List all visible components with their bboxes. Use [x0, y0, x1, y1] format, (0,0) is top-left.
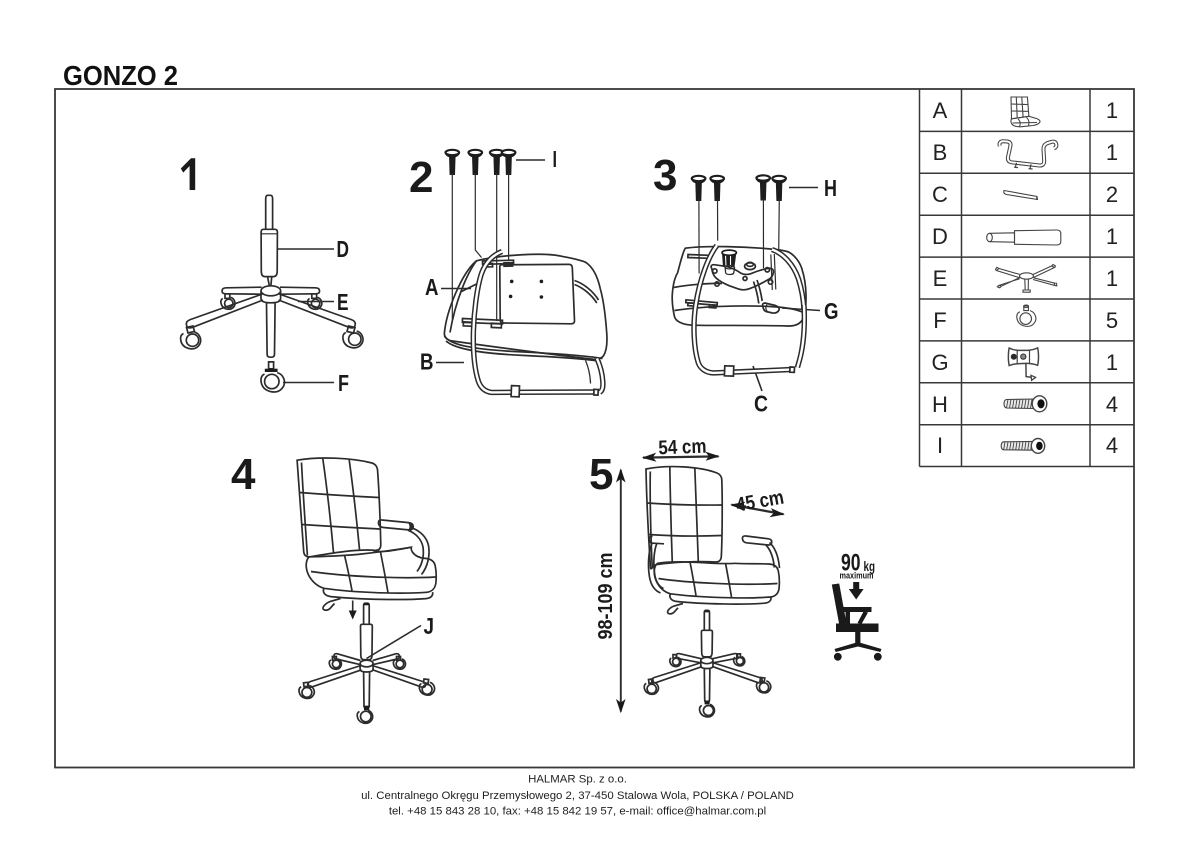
- svg-text:3: 3: [653, 151, 677, 200]
- svg-text:1: 1: [1106, 224, 1118, 249]
- svg-text:D: D: [337, 236, 350, 262]
- svg-text:H: H: [824, 175, 837, 201]
- svg-text:A: A: [425, 274, 439, 300]
- svg-text:B: B: [933, 140, 948, 165]
- svg-text:ul. Centralnego Okręgu Przemys: ul. Centralnego Okręgu Przemysłowego 2, …: [361, 790, 794, 802]
- svg-text:1: 1: [1106, 140, 1118, 165]
- svg-text:HALMAR Sp. z o.o.: HALMAR Sp. z o.o.: [528, 774, 627, 786]
- svg-text:GONZO 2: GONZO 2: [63, 60, 178, 91]
- svg-text:F: F: [338, 370, 349, 396]
- svg-text:kg: kg: [864, 558, 876, 574]
- svg-text:54 cm: 54 cm: [658, 436, 707, 460]
- svg-text:1: 1: [1106, 266, 1118, 291]
- svg-text:E: E: [933, 266, 948, 291]
- svg-text:C: C: [932, 182, 948, 207]
- svg-text:2: 2: [1106, 182, 1118, 207]
- svg-text:C: C: [754, 391, 768, 417]
- svg-text:A: A: [933, 98, 948, 123]
- svg-text:4: 4: [1106, 392, 1118, 417]
- svg-text:1: 1: [1106, 350, 1118, 375]
- svg-text:90: 90: [841, 550, 861, 577]
- svg-text:J: J: [424, 613, 435, 639]
- svg-text:maximum: maximum: [840, 571, 874, 581]
- svg-text:4: 4: [1106, 433, 1118, 458]
- svg-text:1: 1: [1106, 98, 1118, 123]
- svg-text:2: 2: [409, 153, 433, 202]
- svg-text:98-109 cm: 98-109 cm: [595, 553, 617, 640]
- svg-text:E: E: [337, 289, 349, 315]
- svg-text:F: F: [933, 308, 946, 333]
- svg-text:H: H: [932, 392, 948, 417]
- svg-text:I: I: [937, 433, 943, 458]
- svg-text:G: G: [931, 350, 948, 375]
- svg-text:5: 5: [1106, 308, 1118, 333]
- svg-text:G: G: [824, 298, 839, 324]
- svg-text:B: B: [420, 349, 434, 375]
- svg-text:D: D: [932, 224, 948, 249]
- svg-text:I: I: [553, 146, 558, 172]
- svg-text:tel. +48 15 843 28 10, fax: +4: tel. +48 15 843 28 10, fax: +48 15 842 1…: [389, 806, 766, 818]
- svg-text:5: 5: [589, 450, 613, 499]
- svg-text:4: 4: [231, 450, 256, 499]
